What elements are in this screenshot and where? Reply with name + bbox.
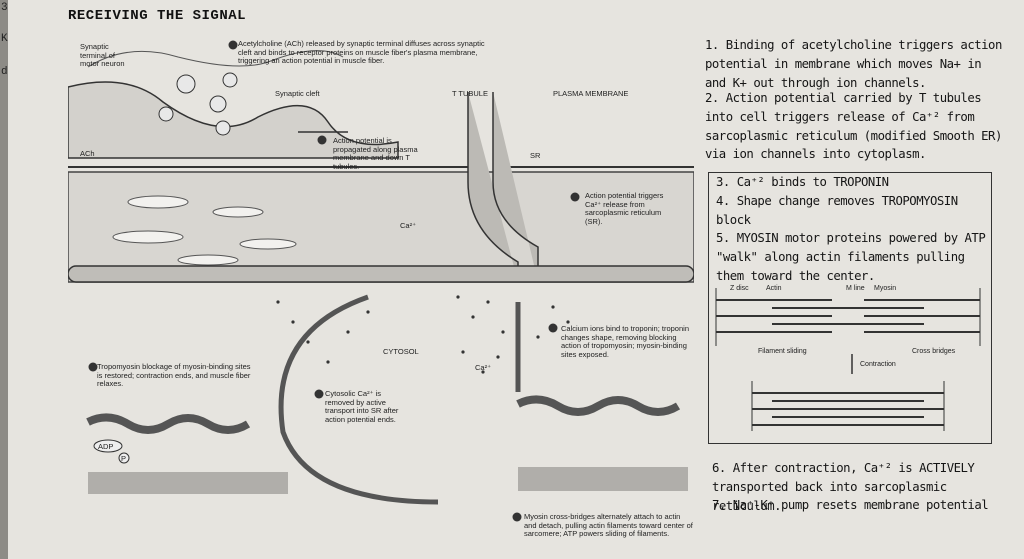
- thin-filament-right: [516, 395, 688, 491]
- sr-sacs: [112, 195, 297, 266]
- adp-label: ADP: [98, 442, 114, 451]
- note-2: 2. Action potential carried by T tubules…: [705, 91, 1002, 162]
- step5-label: Myosin cross-bridges alternately attach …: [524, 512, 693, 538]
- plasma-membrane-label: PLASMA MEMBRANE: [553, 89, 629, 98]
- filaments-bottom: [752, 392, 944, 426]
- step-markers: [88, 40, 580, 522]
- synaptic-terminal-shape: [68, 81, 399, 159]
- page-title: RECEIVING THE SIGNAL: [68, 8, 247, 24]
- note-1: 1. Binding of acetylcholine triggers act…: [705, 38, 1002, 90]
- sarcomere-diagram: [715, 288, 981, 431]
- edge-char-3: d: [1, 66, 8, 78]
- vesicles: [158, 72, 238, 136]
- myosin-label: Myosin: [874, 285, 897, 292]
- adp-shape: [93, 439, 123, 453]
- thin-filament-left: [86, 413, 288, 494]
- filament-sliding-label: Filament sliding: [758, 348, 807, 355]
- contraction-label: Contraction: [860, 361, 896, 368]
- sr-membrane-strip: [68, 265, 694, 283]
- thick-filament-left: [88, 472, 288, 494]
- ach-label: ACh: [80, 149, 95, 158]
- calcium-ions: [276, 295, 570, 374]
- step2-label: Action potential is propagated along pla…: [333, 136, 418, 171]
- m-line-label: M line: [846, 285, 865, 292]
- step6-label: Cytosolic Ca²⁺ is removed by active tran…: [325, 389, 399, 424]
- step7-label: Tropomyosin blockage of myosin-binding s…: [97, 362, 251, 388]
- synaptic-terminal-label: Synaptic terminal of motor neuron: [80, 42, 125, 68]
- note-5: 5. MYOSIN motor proteins powered by ATP …: [716, 231, 986, 283]
- z-disc-label: Z disc: [730, 285, 749, 292]
- ca-label-1: Ca²⁺: [400, 221, 417, 230]
- step3-label: Action potential triggers Ca²⁺ release f…: [585, 191, 664, 226]
- note-7: 7. Na⁺-K⁺ pump resets membrane potential: [712, 498, 989, 512]
- note-6: 6. After contraction, Ca⁺² is ACTIVELY t…: [712, 461, 975, 513]
- edge-char-2: K: [1, 33, 8, 45]
- p-label: P: [121, 454, 127, 463]
- note-4: 4. Shape change removes TROPOMYOSIN bloc…: [716, 194, 958, 227]
- step1-label: Acetylcholine (ACh) released by synaptic…: [238, 39, 485, 65]
- note-3: 3. Ca⁺² binds to TROPONIN: [716, 175, 889, 189]
- t-tubule-label: T TUBULE: [452, 89, 488, 98]
- notes-box: [708, 172, 992, 444]
- filaments-top: [716, 299, 980, 333]
- synaptic-cleft-label: Synaptic cleft: [275, 89, 320, 98]
- page-edge: 3 K d: [0, 0, 8, 559]
- terminal-outline: [87, 50, 344, 68]
- thick-filament-right: [518, 467, 688, 491]
- step4-label: Calcium ions bind to troponin; troponin …: [561, 324, 689, 359]
- sr-label: SR: [530, 151, 541, 160]
- return-arrow: [278, 294, 439, 505]
- cross-bridges-label: Cross bridges: [912, 348, 956, 355]
- ca-label-2: Ca²⁺: [475, 363, 492, 372]
- cytosol-label: CYTOSOL: [383, 347, 419, 356]
- t-tubule-shape: [467, 92, 539, 282]
- phosphate-shape: [118, 452, 130, 464]
- edge-char-1: 3: [1, 2, 8, 14]
- muscle-contraction-figure: [68, 40, 694, 522]
- actin-label: Actin: [766, 285, 782, 292]
- muscle-fiber-body: [68, 171, 694, 283]
